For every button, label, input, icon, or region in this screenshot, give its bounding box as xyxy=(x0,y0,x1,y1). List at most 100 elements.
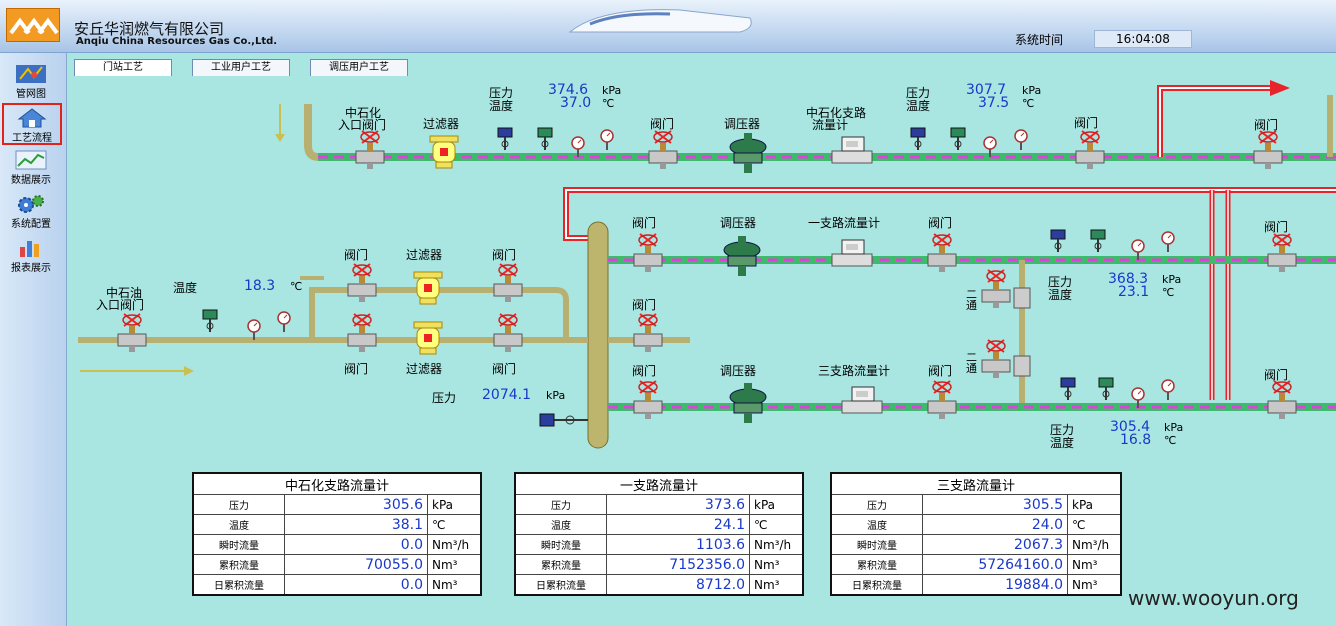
zsh-valve2-label: 阀门 xyxy=(1074,116,1099,130)
header-pressure-transmitter xyxy=(539,413,588,427)
row-value: 305.6 xyxy=(284,494,428,515)
company-logo xyxy=(6,8,60,42)
zsh-out-temp-unit: ℃ xyxy=(1022,97,1035,110)
row-name: 累积流量 xyxy=(830,554,923,575)
tab-regulator-user-process[interactable]: 调压用户工艺 xyxy=(310,59,408,76)
header-pressure-label: 压力 xyxy=(432,391,457,405)
b3-valve-label: 阀门 xyxy=(632,364,657,378)
train-decoration-icon xyxy=(568,9,752,33)
gears-icon xyxy=(18,195,44,213)
home-process-icon xyxy=(17,108,47,128)
zsy-filter2-label: 过滤器 xyxy=(406,362,443,376)
zsh-out-pressure-value: 307.7 xyxy=(966,82,1007,98)
network-map-icon xyxy=(16,65,46,83)
zsh-in-temp-value: 37.0 xyxy=(560,95,592,111)
zsh-meter-label-line1: 中石化支路 xyxy=(806,106,867,120)
zsh-inlet-label-line2: 入口阀门 xyxy=(338,118,387,132)
zsh-inlet-label-line1: 中石化 xyxy=(345,106,382,120)
zsy-valve1-label: 阀门 xyxy=(344,248,369,262)
b1-valve-label: 阀门 xyxy=(632,216,657,230)
row-unit: kPa xyxy=(749,494,804,515)
zsh-valve-label: 阀门 xyxy=(650,117,675,131)
b3-valve2-label: 阀门 xyxy=(928,364,953,378)
row-unit: Nm³/h xyxy=(1067,534,1122,555)
b3-temp-unit: ℃ xyxy=(1164,434,1177,447)
b1-regulator-label: 调压器 xyxy=(720,216,757,230)
sidebar-item-config[interactable]: 系统配置 xyxy=(3,191,59,230)
two-way-label-lower: 二通 xyxy=(966,351,977,375)
zsh-out-pressure-unit: kPa xyxy=(1022,84,1042,97)
header-pressure-value: 2074.1 xyxy=(482,387,531,403)
zsy-temp-unit: ℃ xyxy=(290,280,303,293)
row-unit: Nm³ xyxy=(427,554,482,575)
row-value: 8712.0 xyxy=(606,574,750,596)
b1-valve2-label: 阀门 xyxy=(928,216,953,230)
mid-valve-label: 阀门 xyxy=(632,298,657,312)
sidebar-item-process[interactable]: 工艺流程 xyxy=(2,103,62,145)
zsh-in-temp-unit: ℃ xyxy=(602,97,615,110)
row-unit: ℃ xyxy=(427,514,482,535)
zsh-out-temp-label: 温度 xyxy=(906,99,931,113)
zsy-inlet-label-line1: 中石油 xyxy=(106,286,143,300)
b3-pressure-label: 压力 xyxy=(1050,423,1075,437)
system-time-label: 系统时间 xyxy=(1015,33,1064,47)
row-value: 19884.0 xyxy=(922,574,1068,596)
report-bars-icon xyxy=(20,241,39,257)
row-unit: Nm³/h xyxy=(749,534,804,555)
row-unit: ℃ xyxy=(1067,514,1122,535)
row-name: 温度 xyxy=(192,514,285,535)
zsh-in-pressure-unit: kPa xyxy=(602,84,622,97)
sidebar-item-report[interactable]: 报表展示 xyxy=(3,235,59,274)
zsh-filter-label: 过滤器 xyxy=(423,117,460,131)
tab-industrial-user-process[interactable]: 工业用户工艺 xyxy=(192,59,290,76)
row-name: 日累积流量 xyxy=(192,574,285,596)
row-unit: ℃ xyxy=(749,514,804,535)
row-name: 压力 xyxy=(830,494,923,515)
sidebar-item-network-map[interactable]: 管网图 xyxy=(3,61,59,100)
company-name-en: Anqiu China Resources Gas Co.,Ltd. xyxy=(76,36,278,47)
row-value: 0.0 xyxy=(284,534,428,555)
zsh-in-pressure-value: 374.6 xyxy=(548,82,589,98)
row-value: 1103.6 xyxy=(606,534,750,555)
b1-pressure-label: 压力 xyxy=(1048,275,1073,289)
zsy-valve2-label: 阀门 xyxy=(492,248,517,262)
row-name: 日累积流量 xyxy=(514,574,607,596)
row-name: 温度 xyxy=(514,514,607,535)
zsy-filter1-label: 过滤器 xyxy=(406,248,443,262)
zsh-in-pressure-label: 压力 xyxy=(489,86,514,100)
sidebar-item-label: 系统配置 xyxy=(11,219,51,230)
row-unit: Nm³/h xyxy=(427,534,482,555)
row-name: 累积流量 xyxy=(514,554,607,575)
sidebar-item-data[interactable]: 数据展示 xyxy=(3,147,59,186)
zsh-valve3-label: 阀门 xyxy=(1254,118,1279,132)
zsy-temp-value: 18.3 xyxy=(244,278,276,294)
sidebar-item-label: 管网图 xyxy=(16,89,46,100)
table-title: 三支路流量计 xyxy=(830,472,1122,495)
row-value: 24.1 xyxy=(606,514,750,535)
zsh-regulator-label: 调压器 xyxy=(724,117,761,131)
tab-gate-station-process[interactable]: 门站工艺 xyxy=(74,59,172,76)
row-unit: Nm³ xyxy=(749,574,804,596)
row-unit: Nm³ xyxy=(427,574,482,596)
row-name: 瞬时流量 xyxy=(514,534,607,555)
row-unit: Nm³ xyxy=(1067,554,1122,575)
row-value: 0.0 xyxy=(284,574,428,596)
row-unit: Nm³ xyxy=(749,554,804,575)
logo-chevrons-icon xyxy=(9,17,59,35)
row-name: 日累积流量 xyxy=(830,574,923,596)
row-unit: kPa xyxy=(1067,494,1122,515)
watermark-text: www.wooyun.org xyxy=(1128,586,1299,610)
sidebar-item-label: 数据展示 xyxy=(11,175,51,186)
sidebar: 管网图 工艺流程 数据展示 系统配置 报表展示 xyxy=(0,53,67,626)
row-value: 70055.0 xyxy=(284,554,428,575)
